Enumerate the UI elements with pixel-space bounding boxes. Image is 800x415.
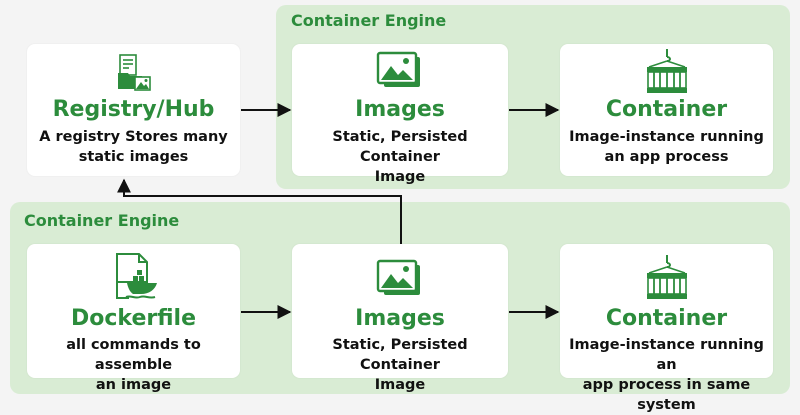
bottom-images-desc-line-2: Image	[374, 377, 426, 393]
top-container-desc-line-1: Image-instance running	[569, 129, 764, 145]
bottom-images-card: Images Static, Persisted Container Image	[292, 244, 508, 393]
images-icon	[376, 51, 424, 95]
dockerfile-card: Dockerfile all commands to assemble an i…	[27, 244, 240, 393]
container-icon	[645, 48, 689, 98]
top-images-desc-line-1: Static, Persisted Container	[332, 129, 468, 165]
bottom-images-title: Images	[355, 306, 445, 331]
dockerfile-desc-line-1: all commands to assemble	[66, 337, 201, 373]
arrow-bottom-images-to-registry	[117, 178, 402, 244]
registry-hub-description: A registry Stores many static images	[31, 127, 236, 167]
bottom-container-desc-line-1: Image-instance running an	[569, 337, 764, 373]
registry-icon	[115, 52, 153, 96]
registry-hub-card: Registry/Hub A registry Stores many stat…	[27, 44, 240, 176]
images-icon	[376, 259, 424, 303]
top-images-description: Static, Persisted Container Image	[296, 127, 504, 187]
top-container-description: Image-instance running an app process	[564, 127, 769, 167]
flow-arrows	[117, 103, 560, 319]
top-images-desc-line-2: Image	[374, 169, 426, 185]
top-container-title: Container	[605, 97, 728, 122]
top-container-engine-label: Container Engine	[291, 11, 447, 30]
top-container-desc-line-2: an app process	[604, 149, 729, 165]
registry-desc-line-1: A registry Stores many	[39, 129, 228, 145]
registry-hub-title: Registry/Hub	[52, 97, 215, 122]
bottom-images-desc-line-1: Static, Persisted Container	[332, 337, 468, 373]
dockerfile-icon	[109, 252, 159, 306]
top-container-card: Container Image-instance running an app …	[560, 44, 773, 176]
registry-desc-line-2: static images	[78, 149, 189, 165]
container-icon	[645, 254, 689, 304]
bottom-container-card: Container Image-instance running an app …	[560, 244, 773, 413]
dockerfile-description: all commands to assemble an image	[31, 335, 236, 395]
bottom-images-description: Static, Persisted Container Image	[296, 335, 504, 395]
top-images-title: Images	[355, 97, 445, 122]
bottom-container-title: Container	[605, 306, 728, 331]
dockerfile-desc-line-2: an image	[95, 377, 172, 393]
top-images-card: Images Static, Persisted Container Image	[292, 44, 508, 185]
bottom-container-engine-label: Container Engine	[24, 211, 180, 230]
dockerfile-title: Dockerfile	[71, 306, 196, 331]
